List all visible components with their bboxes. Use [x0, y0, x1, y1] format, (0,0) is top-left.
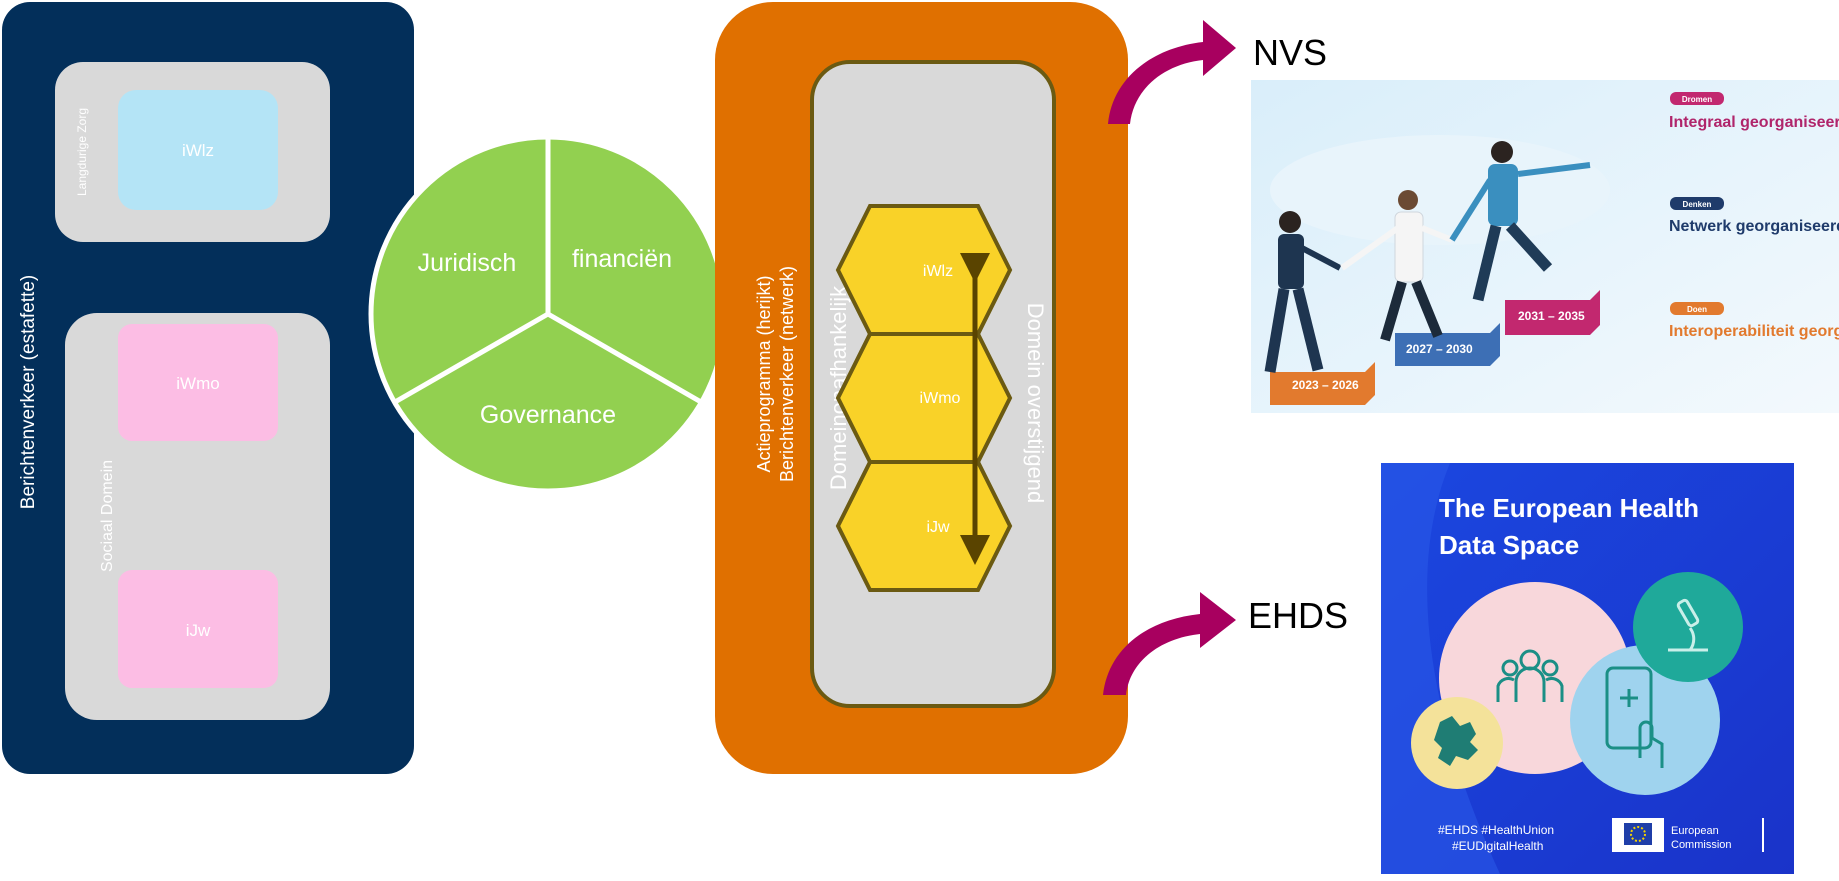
nvs-image: 2023 – 2026 2027 – 2030 2031 – 2035	[1251, 80, 1839, 413]
nvs-heading-3: Interoperabiliteit georganiseerd	[1669, 323, 1839, 340]
center-panel: Actieprogramma (herijkt) Berichtenverkee…	[715, 2, 1128, 774]
nvs-tag-2-pill	[1670, 197, 1724, 210]
nvs-tag-1: Dromen	[1682, 95, 1712, 104]
eu-commission-logo: European Commission	[1612, 818, 1764, 852]
eu-commission-line1: European	[1671, 825, 1719, 837]
nvs-people-illustration	[1264, 141, 1591, 373]
ehds-hashtags-line2: #EUDigitalHealth	[1452, 839, 1543, 853]
hexagon-ijw	[835, 460, 1013, 592]
ehds-label: EHDS	[1248, 595, 1348, 636]
hexagon-iwlz-label: iWlz	[923, 263, 953, 280]
ijw-label: iJw	[186, 621, 211, 640]
ehds-link: EHDS	[1103, 592, 1348, 695]
ehds-teal-bubble	[1633, 572, 1743, 682]
ehds-title-line1: The European Health	[1439, 493, 1699, 523]
pie-segment-juridisch: Juridisch	[418, 249, 517, 277]
ehds-europe-map-icon	[1434, 716, 1478, 766]
nvs-tag-2: Denken	[1683, 200, 1712, 209]
nvs-step-1-label: 2023 – 2026	[1292, 378, 1359, 392]
nvs-cloud	[1270, 135, 1610, 245]
nvs-step-3-block	[1505, 290, 1600, 335]
nvs-step-1-block	[1270, 362, 1375, 405]
nvs-image-background	[1251, 80, 1839, 413]
nvs-tag-3-pill	[1670, 302, 1724, 315]
ehds-title-line2: Data Space	[1439, 530, 1579, 560]
nvs-step-2-label: 2027 – 2030	[1406, 342, 1473, 356]
nvs-tag-3: Doen	[1687, 305, 1707, 314]
ehds-people-icon	[1496, 649, 1564, 702]
ehds-image: The European Health Data Space #EHDS #He…	[1381, 463, 1794, 874]
long-term-care-label: Langdurige Zorg	[75, 108, 89, 196]
hexagon-iwmo-label: iWmo	[920, 390, 961, 407]
ehds-hashtags-line1: #EHDS #HealthUnion	[1438, 823, 1554, 837]
left-panel-title: Berichtenverkeer (estafette)	[18, 275, 39, 509]
nvs-heading-2: Netwerk georganiseerd	[1669, 218, 1839, 235]
pie-segment-governance: Governance	[480, 401, 616, 429]
ijw-box	[118, 570, 278, 688]
center-panel-title-line1: Actieprogramma (herijkt)	[754, 275, 774, 472]
nvs-heading-1: Integraal georganiseerd	[1669, 114, 1839, 131]
social-domain-label: Sociaal Domein	[99, 460, 116, 572]
nvs-link: NVS	[1108, 20, 1327, 124]
ehds-microscope-icon	[1668, 598, 1708, 652]
pie-divider-right	[546, 311, 703, 405]
ehds-swoosh	[1381, 463, 1500, 874]
left-panel: Berichtenverkeer (estafette) Langdurige …	[2, 2, 414, 774]
eu-commission-line2: Commission	[1671, 839, 1732, 851]
hexagon-ijw-label: iJw	[926, 519, 950, 536]
iwlz-box	[118, 90, 278, 210]
social-domain-group: Sociaal Domein iWmo iJw	[65, 313, 330, 720]
nvs-arrow	[1108, 20, 1236, 124]
nvs-step-3-label: 2031 – 2035	[1518, 309, 1585, 323]
nvs-tag-1-pill	[1670, 92, 1724, 105]
ehds-arrow	[1103, 592, 1236, 695]
nvs-label: NVS	[1253, 32, 1327, 73]
hexagon-stack: iWlz iWmo iJw	[835, 204, 1013, 592]
pie-chart: Juridisch financiën Governance	[368, 134, 728, 494]
long-term-care-group: Langdurige Zorg iWlz	[55, 62, 330, 242]
iwlz-label: iWlz	[182, 141, 214, 160]
ehds-phone-icon	[1605, 666, 1664, 768]
nvs-step-2-block	[1395, 323, 1500, 366]
domain-transcending-label: Domein overstijgend	[1023, 303, 1048, 504]
pie-divider-left	[393, 311, 550, 405]
iwmo-label: iWmo	[176, 374, 219, 393]
center-panel-title-line2: Berichtenverkeer (netwerk)	[777, 266, 797, 482]
iwmo-box	[118, 324, 278, 441]
pie-segment-financien: financiën	[572, 245, 672, 273]
